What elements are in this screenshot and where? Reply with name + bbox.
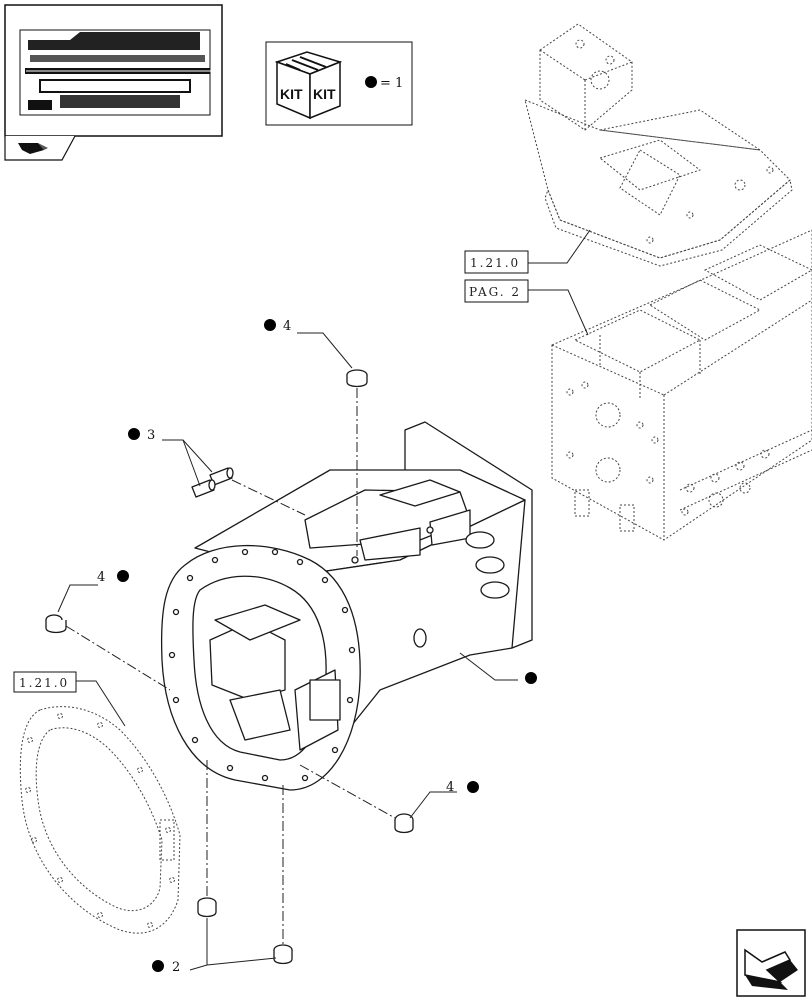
plug-part-4-right[interactable] xyxy=(394,813,414,834)
callout-2: 2 xyxy=(152,960,180,975)
page-corner-tab-icon xyxy=(18,143,48,154)
plug-part-2-right[interactable] xyxy=(273,944,293,965)
kit-box-icon: KIT KIT xyxy=(274,51,343,120)
callout-number: 4 xyxy=(283,319,291,334)
plug-part-2-left[interactable] xyxy=(197,897,217,918)
callout-4-right: 4 xyxy=(446,780,479,795)
ref-box-pag2[interactable]: PAG. 2 xyxy=(464,279,529,303)
transmission-housing[interactable] xyxy=(160,421,533,791)
bullet-dot-icon xyxy=(525,672,537,684)
callout-number: 2 xyxy=(172,960,180,975)
ref-box-1210-top[interactable]: 1.21.0 xyxy=(464,250,529,274)
ref-label: 1.21.0 xyxy=(470,256,520,270)
callout-number: 4 xyxy=(97,570,105,585)
kit-label-right: KIT xyxy=(313,86,336,102)
thumbnail-image xyxy=(19,29,214,116)
callout-number: 3 xyxy=(147,428,155,443)
bullet-dot-icon xyxy=(117,570,129,582)
plug-part-4-top[interactable] xyxy=(346,369,368,388)
assembly-centre-lines xyxy=(65,388,396,945)
bullet-dot-icon xyxy=(152,960,164,972)
callout-3: 3 xyxy=(128,428,155,443)
bullet-dot-icon xyxy=(264,319,276,331)
ref-box-1210-left[interactable]: 1.21.0 xyxy=(13,671,77,693)
ref-label: PAG. 2 xyxy=(469,285,521,299)
bullet-dot-icon xyxy=(128,428,140,440)
leader-lines xyxy=(57,229,591,971)
flange-holes xyxy=(168,548,356,782)
kit-label-left: KIT xyxy=(280,86,303,102)
callout-4-top: 4 xyxy=(264,319,291,334)
ghost-gasket xyxy=(19,706,181,934)
next-page-arrow-icon[interactable] xyxy=(736,929,806,997)
ghost-upper-cover xyxy=(524,23,793,267)
dowel-pin-lower[interactable] xyxy=(191,479,216,498)
callout-number: 4 xyxy=(446,780,454,795)
plug-part-4-left[interactable] xyxy=(45,614,67,634)
bullet-dot-icon xyxy=(365,76,377,88)
ref-label: 1.21.0 xyxy=(19,676,69,690)
ghost-rear-housing xyxy=(551,229,812,541)
dowel-pin-upper[interactable] xyxy=(209,467,234,486)
kit-legend-text: = 1 xyxy=(380,76,403,91)
bullet-dot-icon xyxy=(467,781,479,793)
thumbnail-panel[interactable] xyxy=(4,4,223,161)
callout-4-left: 4 xyxy=(97,570,129,585)
callout-housing xyxy=(525,672,537,684)
kit-legend-box: KIT KIT = 1 xyxy=(265,41,413,126)
